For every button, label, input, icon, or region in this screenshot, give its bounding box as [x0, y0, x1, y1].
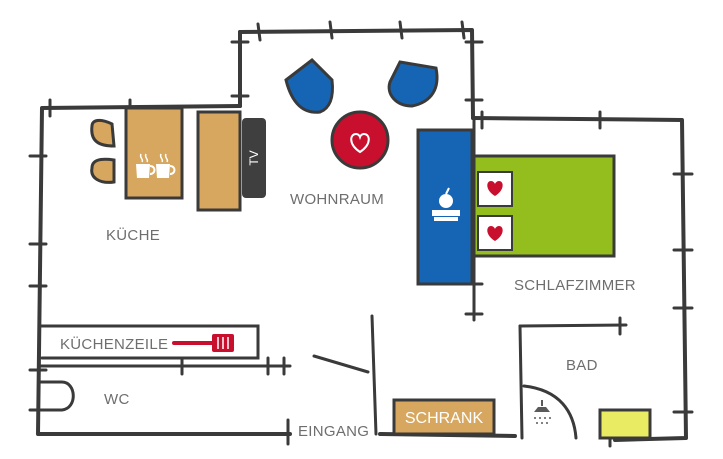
room-label-entrance: EINGANG	[298, 423, 369, 440]
apple-book-icon	[432, 187, 460, 221]
wardrobe-bedroom	[416, 128, 474, 286]
toilet	[40, 380, 75, 412]
shower-icon	[534, 400, 551, 424]
heart-icon	[487, 226, 503, 241]
spatula-icon	[172, 334, 234, 352]
armchair-right	[387, 60, 439, 108]
coffee-cups-icon	[136, 153, 176, 178]
kitchen-table	[124, 106, 184, 200]
sink	[598, 408, 652, 440]
room-label-living: WOHNRAUM	[290, 191, 384, 208]
wall-ticks	[28, 20, 694, 448]
room-label-wc: WC	[104, 391, 130, 408]
room-label-bedroom: SCHLAFZIMMER	[514, 277, 636, 294]
kitchen-chair-bottom	[90, 157, 116, 184]
armchair-left	[284, 58, 334, 114]
tv-label: TV	[247, 150, 261, 165]
tv: TV	[242, 118, 266, 198]
room-label-bath: BAD	[566, 357, 598, 374]
wardrobe-label: SCHRANK	[405, 410, 484, 427]
heart-icon	[487, 181, 503, 196]
room-label-kitchen: KÜCHE	[106, 226, 160, 244]
sideboard	[196, 110, 242, 212]
kitchen-chair-top	[90, 118, 116, 148]
wardrobe-entrance	[392, 398, 496, 436]
heart-icon	[350, 132, 370, 154]
room-label-kitchenette: KÜCHENZEILE	[60, 335, 168, 353]
